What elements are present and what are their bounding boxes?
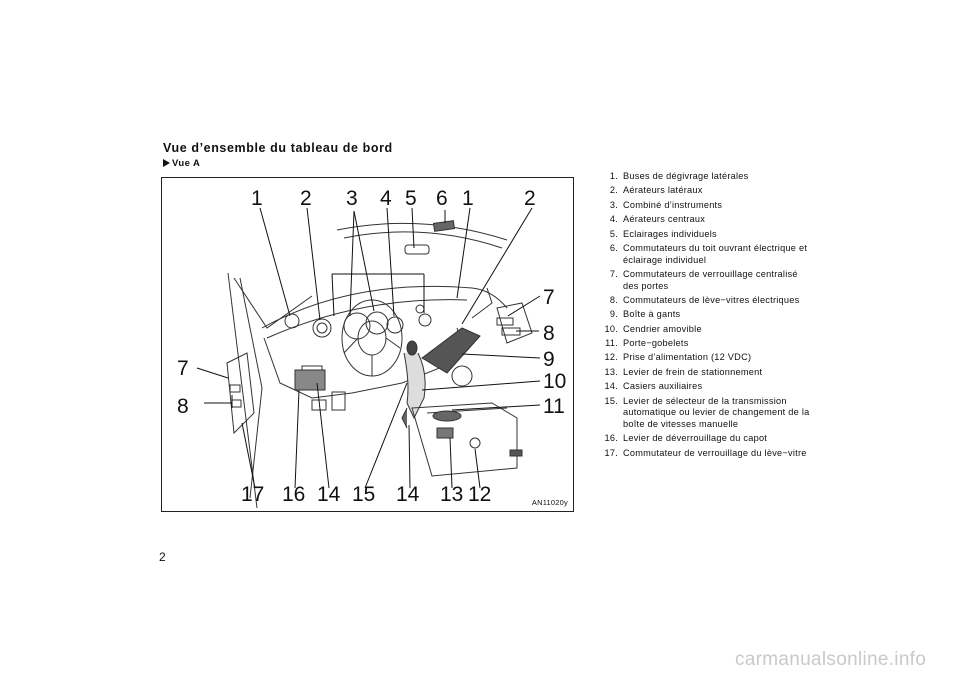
legend-number: 11. xyxy=(605,338,618,349)
legend-text: Levier de déverrouillage du capot xyxy=(623,433,768,444)
callout-top-7: 1 xyxy=(462,187,474,210)
legend-number: 13. xyxy=(604,366,618,377)
callout-right-5: 11 xyxy=(543,395,565,418)
callout-top-4: 4 xyxy=(380,187,392,210)
callout-top-8: 2 xyxy=(524,187,536,210)
legend-item: 17. Commutateur de verrouillage du lève−v… xyxy=(596,448,811,460)
legend-text: Levier de frein de stationnement xyxy=(623,366,763,377)
legend-number: 12. xyxy=(604,352,618,363)
legend-number: 1. xyxy=(609,171,618,181)
callout-bottom-6: 13 xyxy=(440,483,463,506)
legend-text: Aérateurs latéraux xyxy=(623,185,703,196)
legend-text: Commutateurs de verrouillage centralisé … xyxy=(623,268,798,291)
legend-number: 7. xyxy=(609,268,618,279)
section-title: Vue d’ensemble du tableau de bord xyxy=(163,141,393,155)
page-number: 2 xyxy=(159,550,166,564)
watermark: carmanualsonline.info xyxy=(735,649,927,670)
legend-item: 9. Boîte à gants xyxy=(596,309,811,321)
callout-right-3: 9 xyxy=(543,348,555,371)
legend-text: Commutateurs du toit ouvrant électrique … xyxy=(623,242,808,265)
callout-bottom-1: 17 xyxy=(241,483,264,506)
legend-text: Commutateur de verrouillage du lève−vitr… xyxy=(623,447,807,458)
legend-number: 16. xyxy=(604,433,618,444)
legend-text: Levier de sélecteur de la transmission a… xyxy=(623,395,810,429)
legend-number: 10. xyxy=(604,323,618,334)
callout-top-6: 6 xyxy=(436,187,448,210)
legend-text: Buses de dégivrage latérales xyxy=(623,171,749,181)
callout-right-2: 8 xyxy=(543,322,555,345)
legend-item: 4. Aérateurs centraux xyxy=(596,214,811,226)
callout-top-3: 3 xyxy=(346,187,358,210)
callout-top-1: 1 xyxy=(251,187,263,210)
legend-text: Eclairages individuels xyxy=(623,228,717,239)
legend-item: 6. Commutateurs du toit ouvrant électriqu… xyxy=(596,243,811,266)
legend-item: 10. Cendrier amovible xyxy=(596,324,811,336)
callout-bottom-4: 15 xyxy=(352,483,375,506)
legend-text: Combiné d’instruments xyxy=(623,199,723,210)
callout-left-1: 7 xyxy=(177,357,189,380)
legend-item: 16. Levier de déverrouillage du capot xyxy=(596,433,811,445)
view-label: Vue A xyxy=(163,158,200,169)
legend-number: 5. xyxy=(609,228,618,239)
legend-number: 3. xyxy=(609,199,618,210)
legend-item: 8. Commutateurs de lève−vitres électrique… xyxy=(596,295,811,307)
callout-numbers: 1 2 3 4 5 6 1 2 7 8 9 10 11 7 8 17 16 14… xyxy=(177,187,566,506)
callout-top-2: 2 xyxy=(300,187,312,210)
legend-item: 14. Casiers auxiliaires xyxy=(596,381,811,393)
legend-text: Prise d’alimentation (12 VDC) xyxy=(623,352,752,363)
legend-text: Casiers auxiliaires xyxy=(623,381,703,392)
legend-item: 12. Prise d’alimentation (12 VDC) xyxy=(596,352,811,364)
dashboard-illustration: 1 2 3 4 5 6 1 2 7 8 9 10 11 7 8 17 16 14… xyxy=(161,177,574,512)
legend-item: 7. Commutateurs de verrouillage centralis… xyxy=(596,269,811,292)
callout-bottom-5: 14 xyxy=(396,483,420,506)
callout-bottom-2: 16 xyxy=(282,483,305,506)
legend-number: 9. xyxy=(609,309,618,320)
legend-item: 11. Porte−gobelets xyxy=(596,338,811,350)
legend-text: Porte−gobelets xyxy=(623,338,689,349)
legend-text: Cendrier amovible xyxy=(623,323,702,334)
legend-number: 15. xyxy=(604,395,618,406)
triangle-bullet-icon xyxy=(163,159,170,167)
dashboard-line-drawing xyxy=(196,207,541,509)
legend-text: Boîte à gants xyxy=(623,309,681,320)
legend-number: 8. xyxy=(609,294,618,305)
view-label-text: Vue A xyxy=(172,158,201,169)
legend-text: Commutateurs de lève−vitres électriques xyxy=(623,294,800,305)
callout-top-5: 5 xyxy=(405,187,417,210)
legend-item: 15. Levier de sélecteur de la transmissio… xyxy=(596,396,811,431)
callout-bottom-7: 12 xyxy=(468,483,491,506)
legend-number: 2. xyxy=(609,185,618,196)
legend-number: 6. xyxy=(609,242,618,253)
callout-left-2: 8 xyxy=(177,395,189,418)
legend-item: 13. Levier de frein de stationnement xyxy=(596,367,811,379)
callout-bottom-3: 14 xyxy=(317,483,341,506)
legend-item: 2. Aérateurs latéraux xyxy=(596,185,811,197)
legend-number: 14. xyxy=(604,381,618,392)
callout-right-4: 10 xyxy=(543,370,566,393)
legend-item: 5. Eclairages individuels xyxy=(596,229,811,241)
legend-text: Aérateurs centraux xyxy=(623,214,706,225)
legend-item: 3. Combiné d’instruments xyxy=(596,200,811,212)
component-legend: 1. Buses de dégivrage latérales 2. Aérateu… xyxy=(596,171,811,462)
legend-number: 4. xyxy=(609,214,618,225)
legend-number: 17. xyxy=(604,447,618,458)
callout-right-1: 7 xyxy=(543,286,555,309)
figure-code: AN11020y xyxy=(531,498,568,507)
legend-item: 1. Buses de dégivrage latérales xyxy=(596,171,811,183)
